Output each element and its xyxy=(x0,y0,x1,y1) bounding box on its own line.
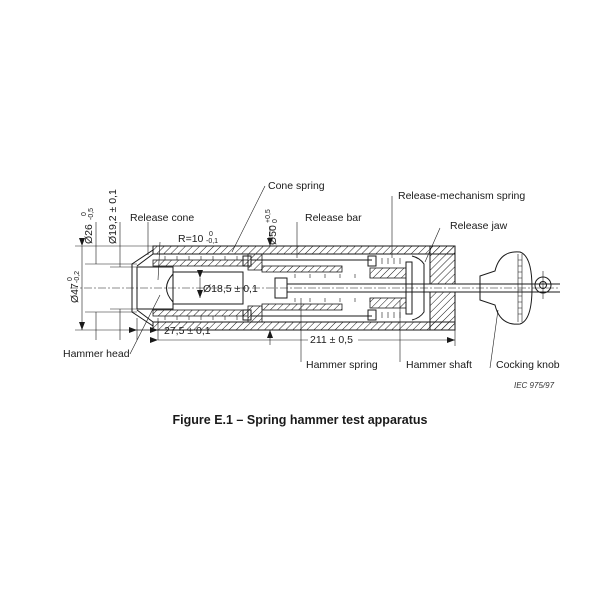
svg-text:Ø19,2 ± 0,1: Ø19,2 ± 0,1 xyxy=(107,189,119,244)
svg-text:Ø50: Ø50 xyxy=(267,225,279,245)
dim-d19-2: Ø19,2 ± 0,1 xyxy=(107,189,119,244)
leader-lines xyxy=(129,185,499,369)
label-hammer-shaft: Hammer shaft xyxy=(406,359,472,371)
release-mechanism-spring xyxy=(381,258,401,318)
svg-text:Ø26: Ø26 xyxy=(83,224,95,244)
dim-d50: Ø50 +0,5 0 xyxy=(265,209,279,245)
label-hammer-head: Hammer head xyxy=(63,348,130,360)
label-release-jaw: Release jaw xyxy=(450,220,508,232)
dim-d18-5: Ø18,5 ± 0,1 xyxy=(203,283,258,295)
svg-text:-0,5: -0,5 xyxy=(88,208,95,220)
dim-27-5: 27,5 ± 0,1 xyxy=(164,325,211,337)
svg-text:0: 0 xyxy=(67,277,74,281)
label-hammer-spring: Hammer spring xyxy=(306,359,378,371)
svg-text:0: 0 xyxy=(81,212,88,216)
svg-text:0: 0 xyxy=(272,219,279,223)
figure-reference: IEC 975/97 xyxy=(514,381,555,390)
svg-text:0: 0 xyxy=(209,231,213,238)
dim-211: 211 ± 0,5 xyxy=(310,334,353,346)
release-bar xyxy=(242,255,377,321)
svg-text:-0,1: -0,1 xyxy=(206,238,218,245)
hammer-head xyxy=(136,266,244,310)
figure-caption: Figure E.1 – Spring hammer test apparatu… xyxy=(172,413,428,427)
label-cocking-knob: Cocking knob xyxy=(496,359,560,371)
cone-spring xyxy=(164,256,238,320)
dimension-lines xyxy=(129,226,456,346)
cocking-knob xyxy=(479,251,552,325)
svg-text:R=10: R=10 xyxy=(178,233,204,245)
label-release-bar: Release bar xyxy=(305,212,362,224)
dim-radius: R=10 0 -0,1 xyxy=(178,231,218,245)
dim-d47: Ø47 0 -0,2 xyxy=(67,271,81,303)
svg-text:-0,2: -0,2 xyxy=(74,271,81,283)
label-cone-spring: Cone spring xyxy=(268,180,325,192)
svg-text:Ø47: Ø47 xyxy=(69,283,81,303)
dimension-left xyxy=(75,222,155,340)
svg-text:+0,5: +0,5 xyxy=(265,209,272,223)
dim-d26: Ø26 0 -0,5 xyxy=(81,208,95,244)
release-cone xyxy=(131,249,249,327)
label-release-mechanism-spring: Release-mechanism spring xyxy=(398,190,525,202)
label-release-cone: Release cone xyxy=(130,212,194,224)
release-jaw xyxy=(405,255,425,321)
